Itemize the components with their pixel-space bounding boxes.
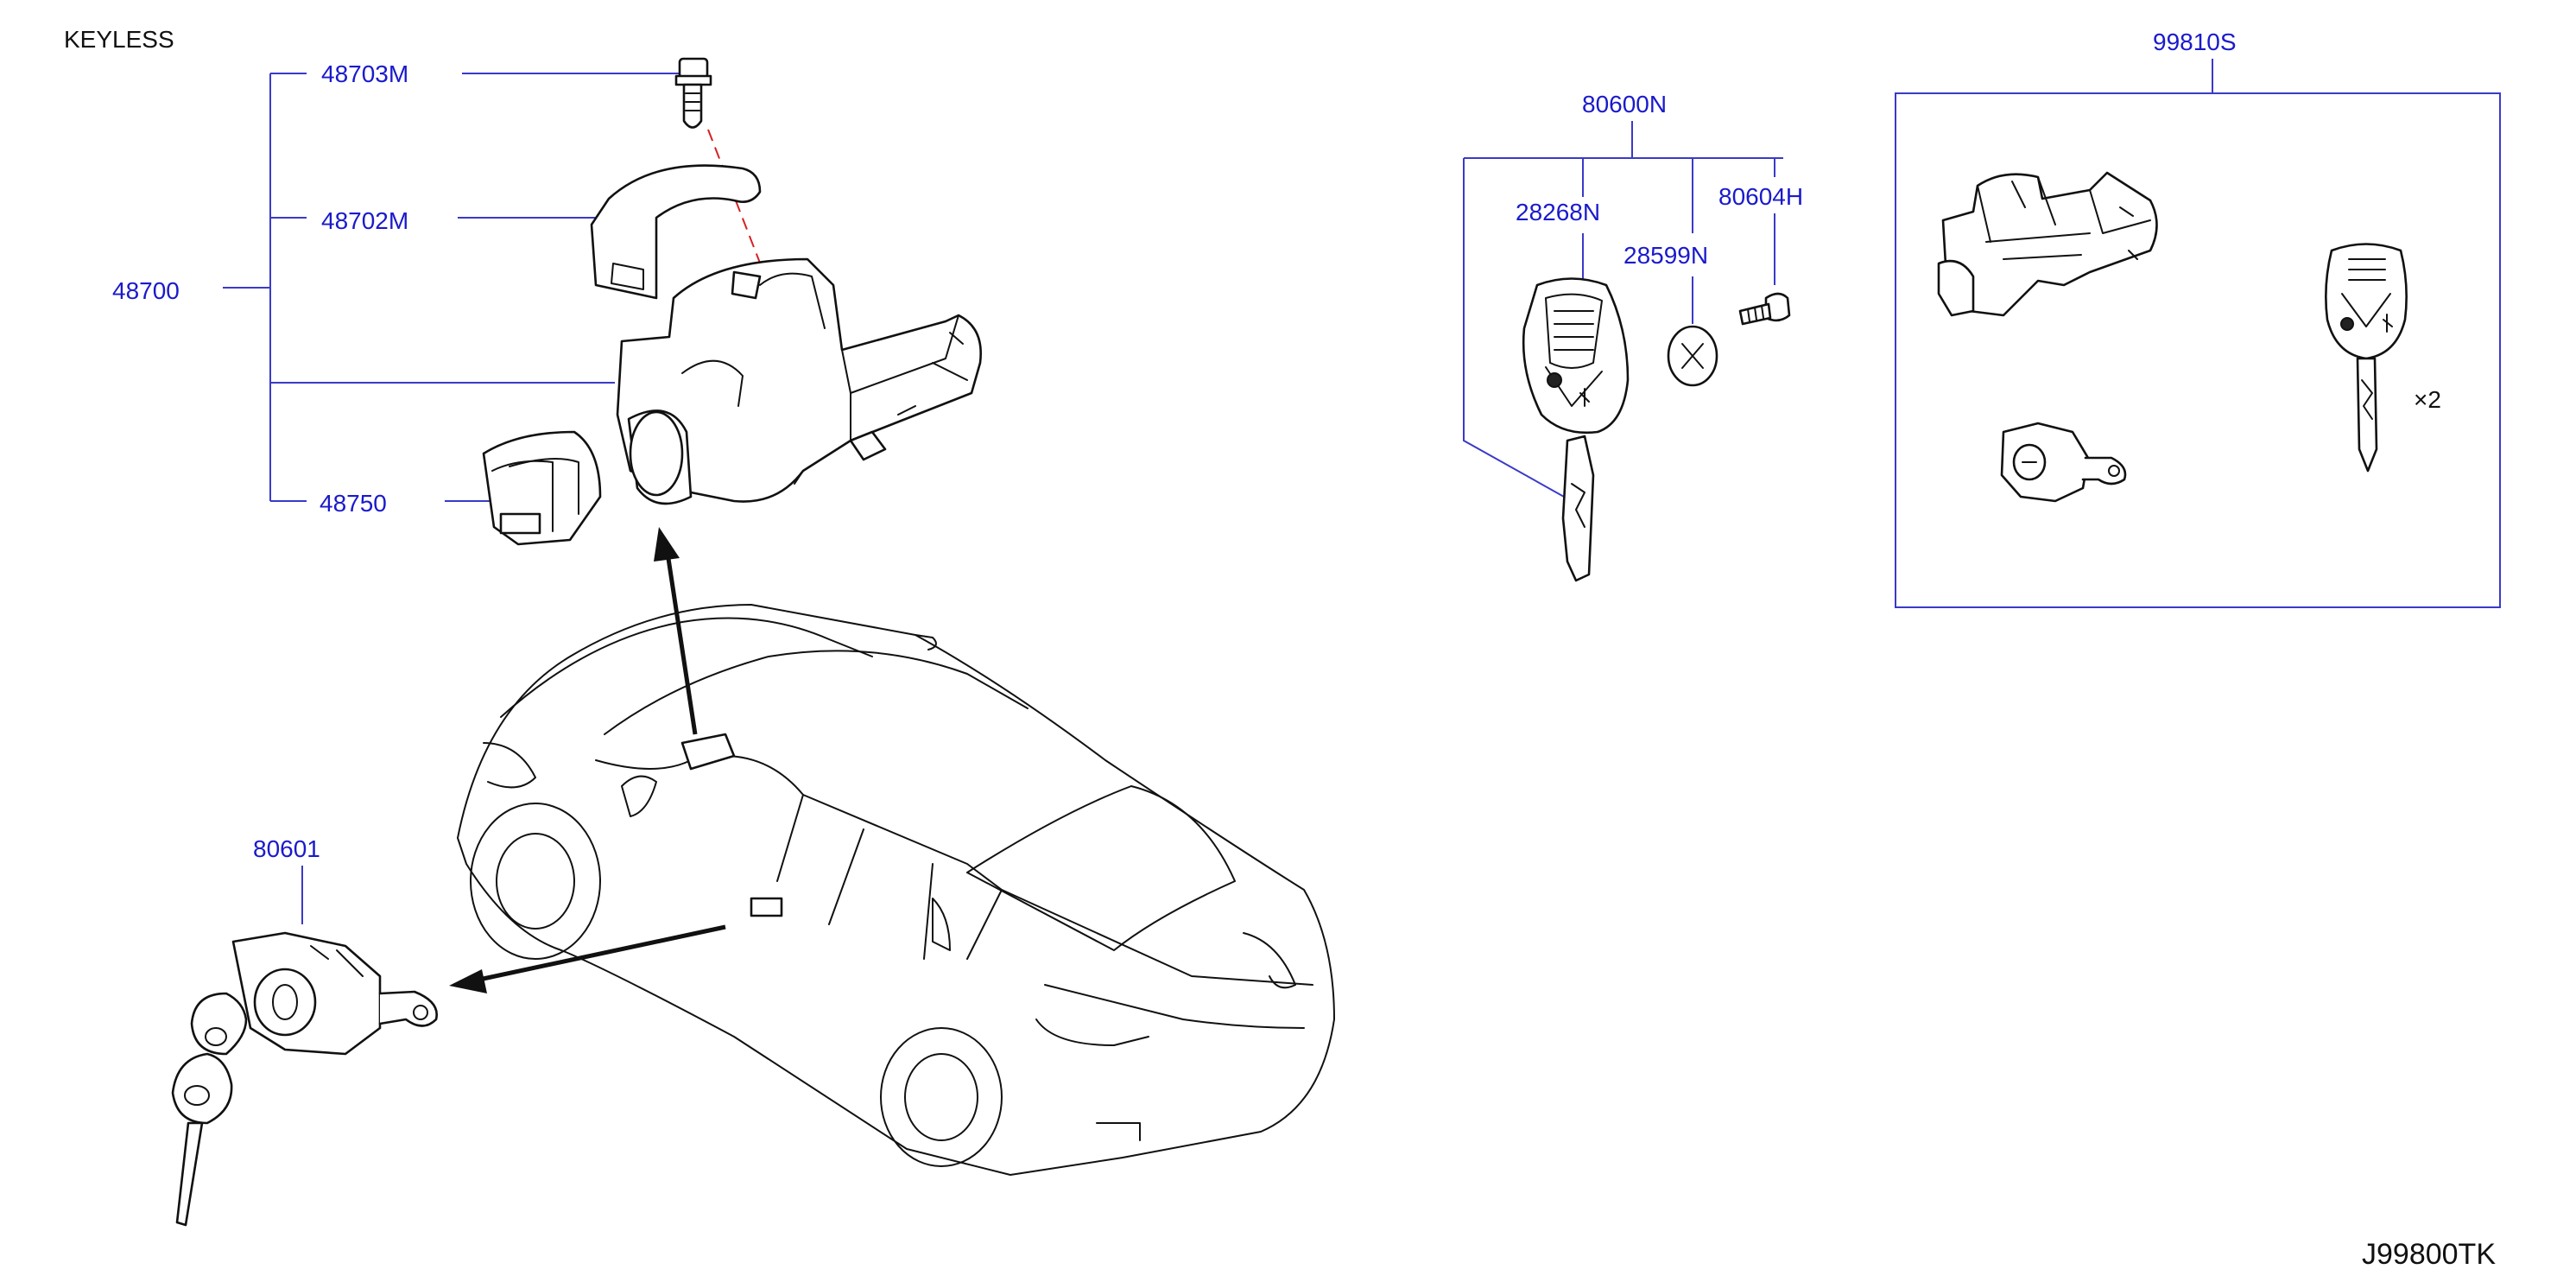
leader-80600N-blade <box>1463 158 1573 502</box>
key-blade <box>1561 435 1595 582</box>
part-label-48703M[interactable]: 48703M <box>321 60 408 87</box>
drawing-code: J99800TK <box>2362 1238 2496 1271</box>
door-lock-cylinder-80601 <box>171 931 438 1227</box>
part-label-48750[interactable]: 48750 <box>320 490 387 517</box>
label-group-80601: 80601 <box>253 835 320 924</box>
label-group-80600N: 80600N 28268N 28599N 80604H <box>1463 91 1803 502</box>
kit-box-99810S <box>1895 92 2501 608</box>
part-label-99810S[interactable]: 99810S <box>2153 29 2237 55</box>
part-label-80600N[interactable]: 80600N <box>1582 91 1667 117</box>
label-group-99810S: 99810S <box>2153 29 2237 93</box>
key-fob-case-28268N <box>1522 277 1630 435</box>
quantity-note: ×2 <box>2414 386 2441 413</box>
battery-28599N <box>1667 325 1718 387</box>
vehicle-outline <box>457 604 1335 1176</box>
bolt-48703M <box>674 57 712 129</box>
screw-80604H <box>1738 292 1791 326</box>
kit-remote-key <box>2325 243 2408 473</box>
part-label-48700[interactable]: 48700 <box>112 277 180 304</box>
cover-48702M <box>590 164 762 300</box>
label-group-48700: 48703M 48702M 48700 48750 <box>112 60 682 517</box>
kit-ignition-lock <box>1937 171 2158 317</box>
kit-door-lock <box>2000 422 2127 503</box>
part-label-80604H[interactable]: 80604H <box>1718 183 1803 210</box>
alignment-dash-line <box>707 129 769 286</box>
part-label-80601[interactable]: 80601 <box>253 835 320 862</box>
part-label-28599N[interactable]: 28599N <box>1623 242 1708 269</box>
arrow-to-ignition <box>654 527 698 735</box>
key-cylinder-48750 <box>482 430 602 546</box>
part-label-48702M[interactable]: 48702M <box>321 207 408 234</box>
ignition-lock-body-48700 <box>616 257 982 505</box>
diagram-title: KEYLESS <box>64 26 174 53</box>
arrow-to-door-lock <box>449 924 726 993</box>
part-label-28268N[interactable]: 28268N <box>1516 199 1600 225</box>
